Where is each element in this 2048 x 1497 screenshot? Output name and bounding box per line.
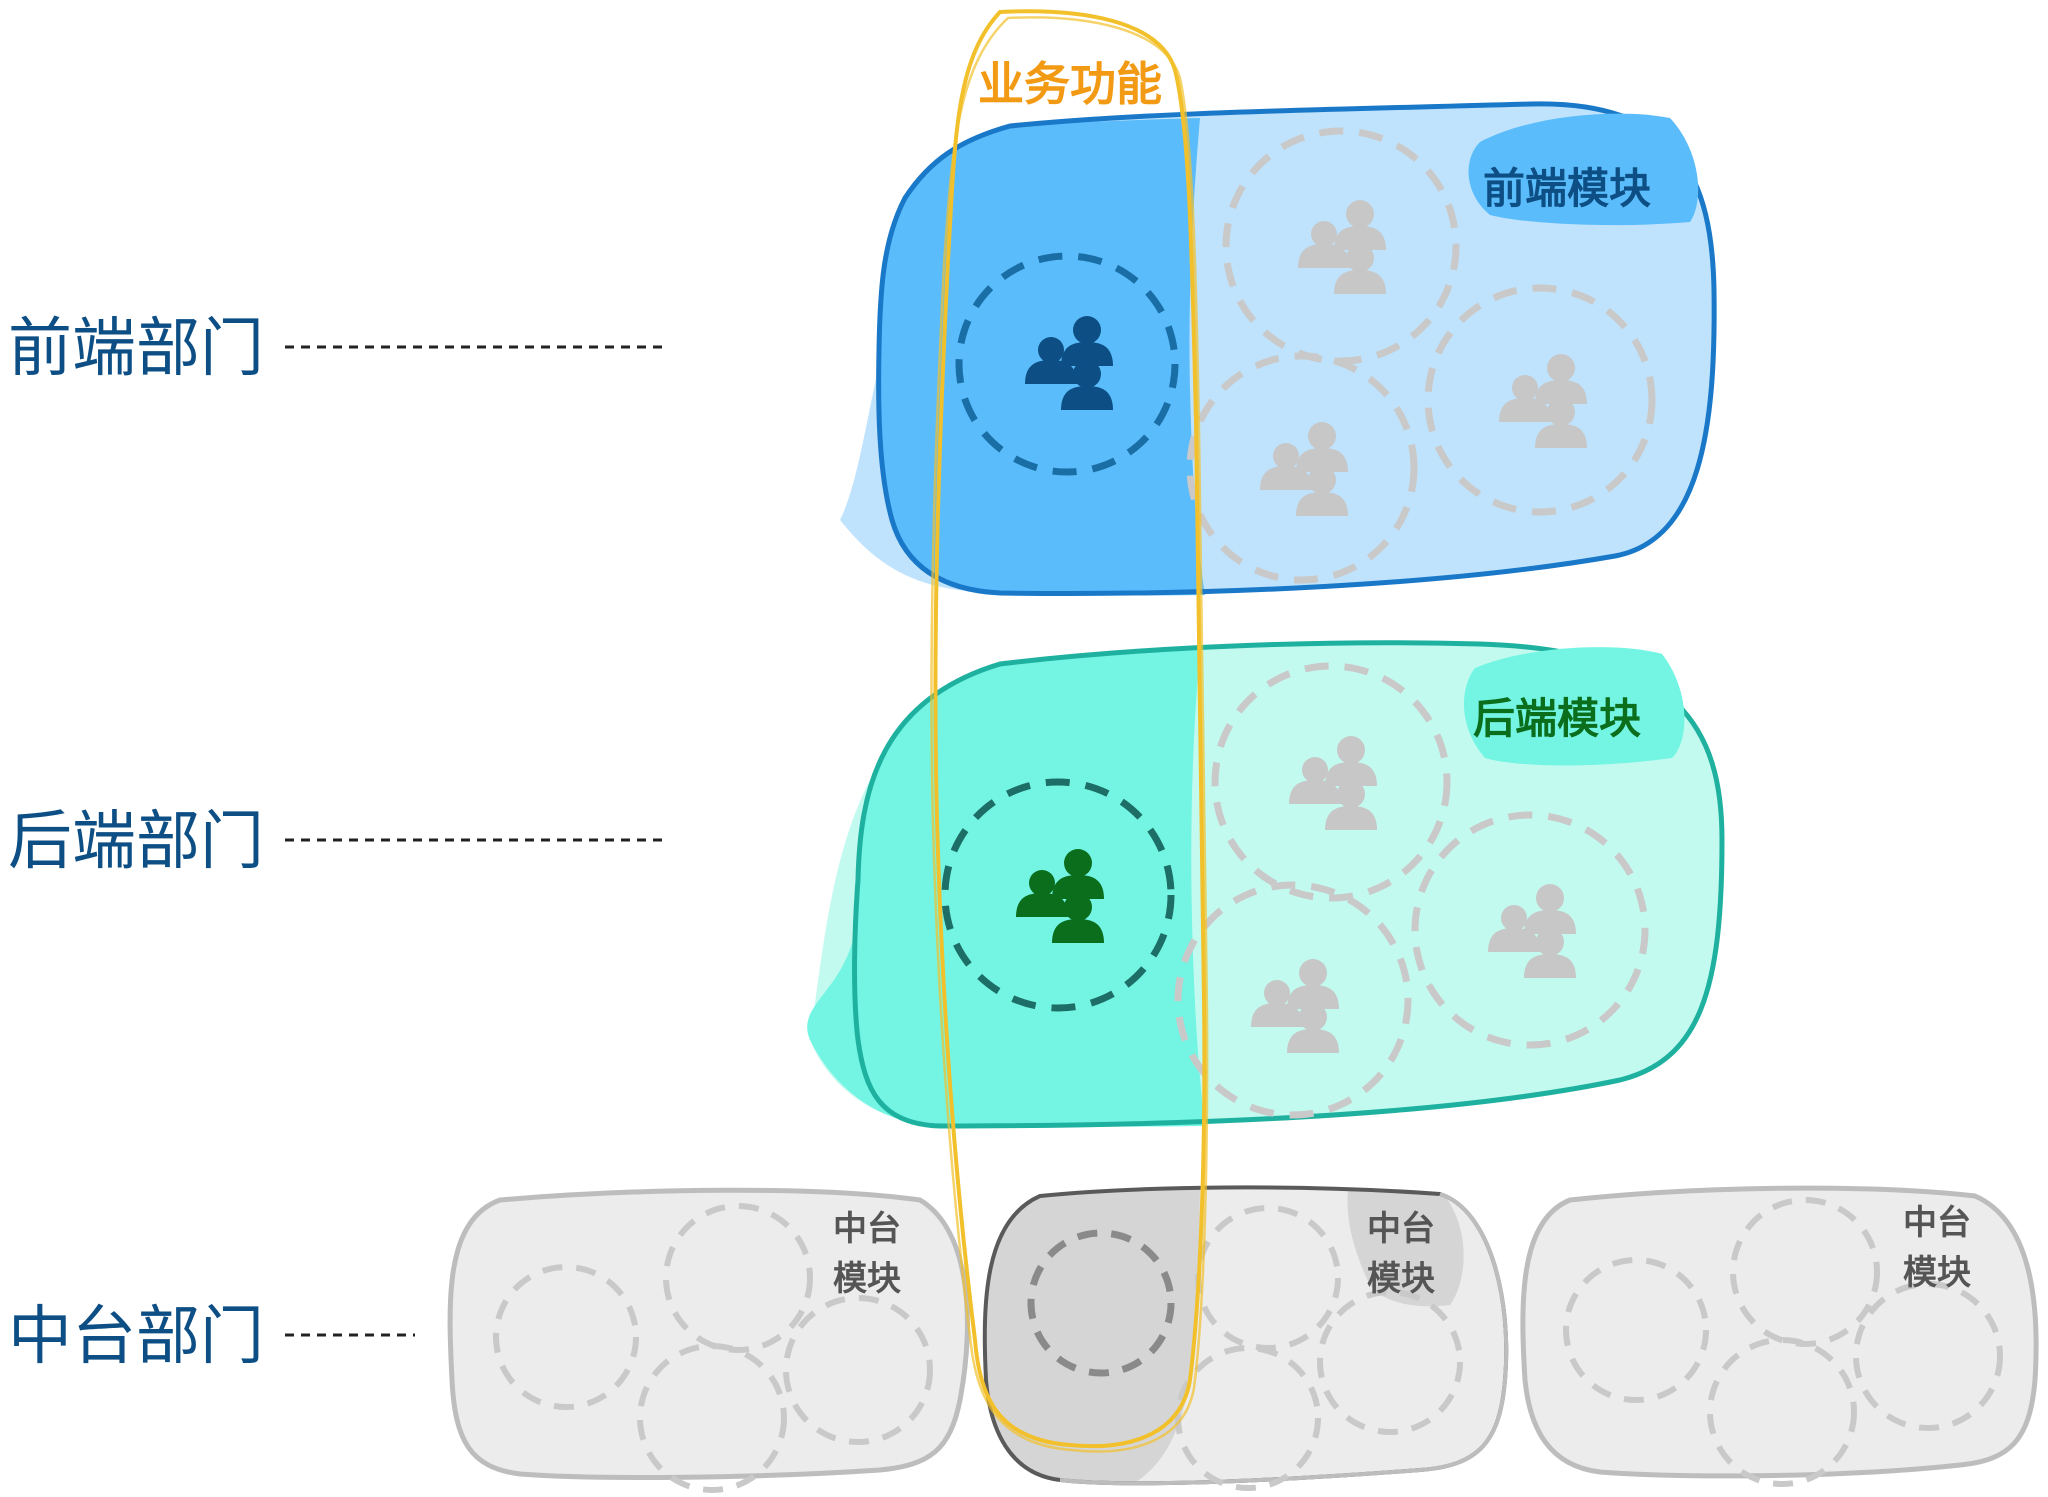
- middle-module-label-line2: 模块: [1367, 1259, 1435, 1299]
- department-frontend: 前端部门: [8, 312, 668, 386]
- business-function-outline: [933, 9, 1207, 1449]
- team-circle: [1707, 1337, 1857, 1487]
- team-circle-active: [1027, 1229, 1175, 1377]
- department-label: 前端部门: [8, 312, 264, 386]
- team-circle: [1411, 811, 1649, 1049]
- backend-label-blob: [1463, 647, 1685, 766]
- middle-module-label-line2: 模块: [833, 1259, 901, 1299]
- frontend-module: 前端模块: [840, 101, 1717, 596]
- team-circle: [783, 1295, 933, 1445]
- team-circle: [663, 1203, 813, 1353]
- team-circle: [1175, 1345, 1321, 1491]
- business-function: 业务功能: [930, 9, 1209, 1453]
- team-circle: [1730, 1197, 1880, 1347]
- middle-module-2: 中台 模块: [982, 1185, 1509, 1491]
- team-circle: [1211, 662, 1451, 902]
- team-circle-active: [941, 778, 1175, 1012]
- middle-module-1: 中台 模块: [447, 1187, 970, 1493]
- middle-module-label-line2: 模块: [1903, 1253, 1971, 1293]
- department-label: 中台部门: [8, 1300, 264, 1374]
- team-circle: [1563, 1257, 1709, 1403]
- team-circle: [1317, 1289, 1463, 1435]
- frontend-label-blob: [1468, 113, 1699, 226]
- frontend-module-label: 前端模块: [1483, 164, 1651, 213]
- team-circle: [1186, 352, 1418, 584]
- backend-module-outline: [852, 640, 1725, 1129]
- middle-module-active-area: [984, 1189, 1200, 1485]
- department-label: 后端部门: [8, 805, 264, 879]
- backend-module: 后端模块: [807, 640, 1725, 1129]
- department-backend: 后端部门: [8, 805, 668, 879]
- middle-module-label-line1: 中台: [1367, 1209, 1435, 1249]
- middle-module-3: 中台 模块: [1520, 1185, 2039, 1487]
- team-circle: [637, 1343, 787, 1493]
- team-circle: [493, 1264, 639, 1410]
- middle-module-shape: [447, 1187, 970, 1480]
- team-circle: [1853, 1281, 2003, 1431]
- team-circle-active: [955, 252, 1179, 476]
- middle-module-label-line1: 中台: [833, 1209, 901, 1249]
- department-middle: 中台部门: [8, 1300, 415, 1374]
- backend-module-label: 后端模块: [1473, 694, 1641, 743]
- team-circle: [1174, 881, 1412, 1119]
- team-circle: [1424, 284, 1656, 516]
- frontend-module-outline: [876, 101, 1717, 596]
- backend-module-active-area: [807, 650, 1205, 1127]
- middle-module-outline-light: [1059, 1192, 1509, 1486]
- business-function-label: 业务功能: [978, 57, 1162, 111]
- business-function-outline-sketch: [930, 16, 1209, 1453]
- middle-label-blob: [1347, 1189, 1464, 1307]
- middle-module-label-line1: 中台: [1903, 1203, 1971, 1243]
